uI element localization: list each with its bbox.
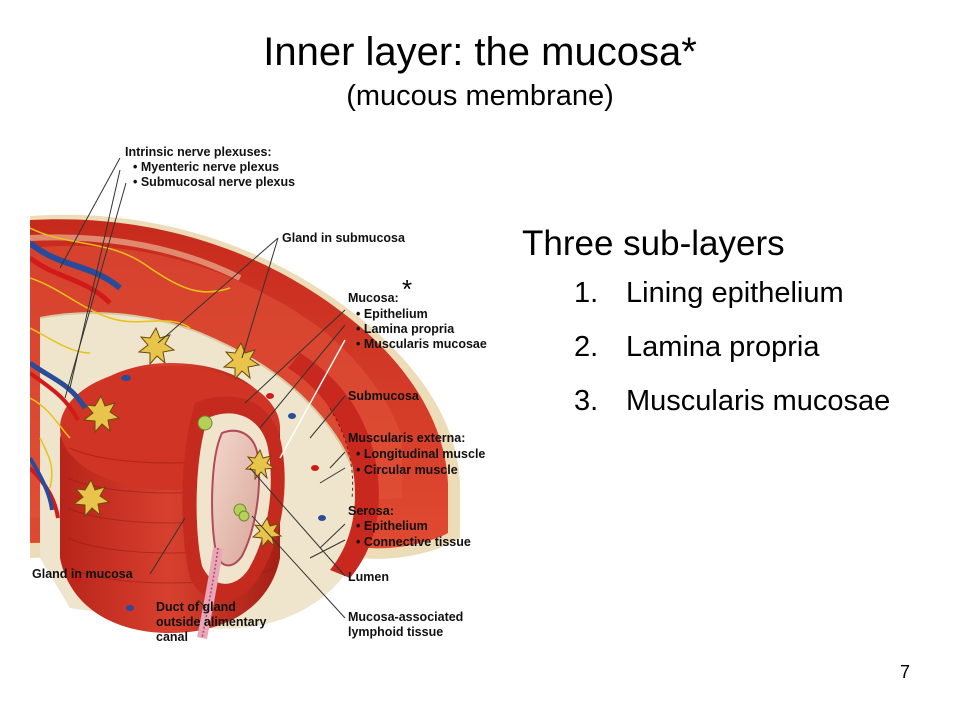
label-gland-in-mucosa: Gland in mucosa bbox=[32, 567, 134, 581]
label-circular-muscle: • Circular muscle bbox=[356, 463, 458, 477]
alimentary-canal-illustration: Intrinsic nerve plexuses: • Myenteric ne… bbox=[30, 145, 487, 644]
list-item-text: Lamina propria bbox=[626, 331, 820, 363]
diagram-labels: Intrinsic nerve plexuses: • Myenteric ne… bbox=[32, 145, 487, 644]
mucosa-and-lumen bbox=[182, 396, 285, 639]
label-serosa-heading: Serosa: bbox=[348, 504, 394, 518]
label-plexuses-heading: Intrinsic nerve plexuses: bbox=[125, 145, 272, 159]
list-item-text: Muscularis mucosae bbox=[626, 385, 891, 417]
label-gland-in-submucosa: Gland in submucosa bbox=[282, 231, 406, 245]
leader-lines bbox=[59, 157, 346, 619]
label-serosa-epithelium: • Epithelium bbox=[356, 519, 428, 533]
label-submucosa: Submucosa bbox=[348, 389, 420, 403]
list-item: 2. Lamina propria bbox=[522, 330, 942, 364]
label-muscularis-mucosae: • Muscularis mucosae bbox=[356, 337, 487, 351]
label-myenteric-plexus: • Myenteric nerve plexus bbox=[133, 160, 279, 174]
label-lamina-propria: • Lamina propria bbox=[356, 322, 455, 336]
list-item-number: 2. bbox=[574, 331, 599, 363]
label-mucosa-heading: Mucosa: bbox=[348, 291, 399, 305]
label-mucosa-epithelium: • Epithelium bbox=[356, 307, 428, 321]
list-item-number: 1. bbox=[574, 277, 599, 309]
lymphoid-nodules bbox=[197, 415, 250, 522]
submucosa-vessels bbox=[74, 375, 326, 611]
label-lumen: Lumen bbox=[348, 570, 389, 584]
sublayer-heading: Three sub-layers bbox=[522, 224, 785, 263]
list-item-number: 3. bbox=[574, 385, 599, 417]
label-malt-line-2: lymphoid tissue bbox=[348, 625, 443, 639]
blood-vessels-and-nerves bbox=[30, 227, 231, 519]
slide-title: Inner layer: the mucosa* (mucous membran… bbox=[0, 28, 960, 114]
title-main: Inner layer: the mucosa* bbox=[263, 30, 697, 74]
alimentary-canal-diagram: Intrinsic nerve plexuses: • Myenteric ne… bbox=[30, 138, 530, 658]
label-submucosal-plexus: • Submucosal nerve plexus bbox=[133, 175, 295, 189]
label-duct-line-2: outside alimentary bbox=[156, 615, 266, 629]
list-item: 1. Lining epithelium bbox=[522, 276, 942, 310]
label-malt-line-1: Mucosa-associated bbox=[348, 610, 463, 624]
list-item-text: Lining epithelium bbox=[626, 277, 844, 309]
label-longitudinal-muscle: • Longitudinal muscle bbox=[356, 447, 485, 461]
label-duct-line-3: canal bbox=[156, 630, 188, 644]
sublayer-items: 1. Lining epithelium 2. Lamina propria 3. M… bbox=[522, 276, 942, 418]
page-number: 7 bbox=[899, 662, 910, 682]
sublayer-list: Three sub-layers 1. Lining epithelium 2. L… bbox=[522, 222, 942, 438]
list-item: 3. Muscularis mucosae bbox=[522, 384, 942, 418]
title-subtitle: (mucous membrane) bbox=[346, 80, 614, 112]
mucosa-asterisk: * bbox=[402, 274, 412, 304]
label-connective-tissue: • Connective tissue bbox=[356, 535, 471, 549]
label-muscularis-externa-heading: Muscularis externa: bbox=[348, 431, 465, 445]
label-duct-line-1: Duct of gland bbox=[156, 600, 236, 614]
muscularis-externa-ring bbox=[288, 353, 379, 578]
